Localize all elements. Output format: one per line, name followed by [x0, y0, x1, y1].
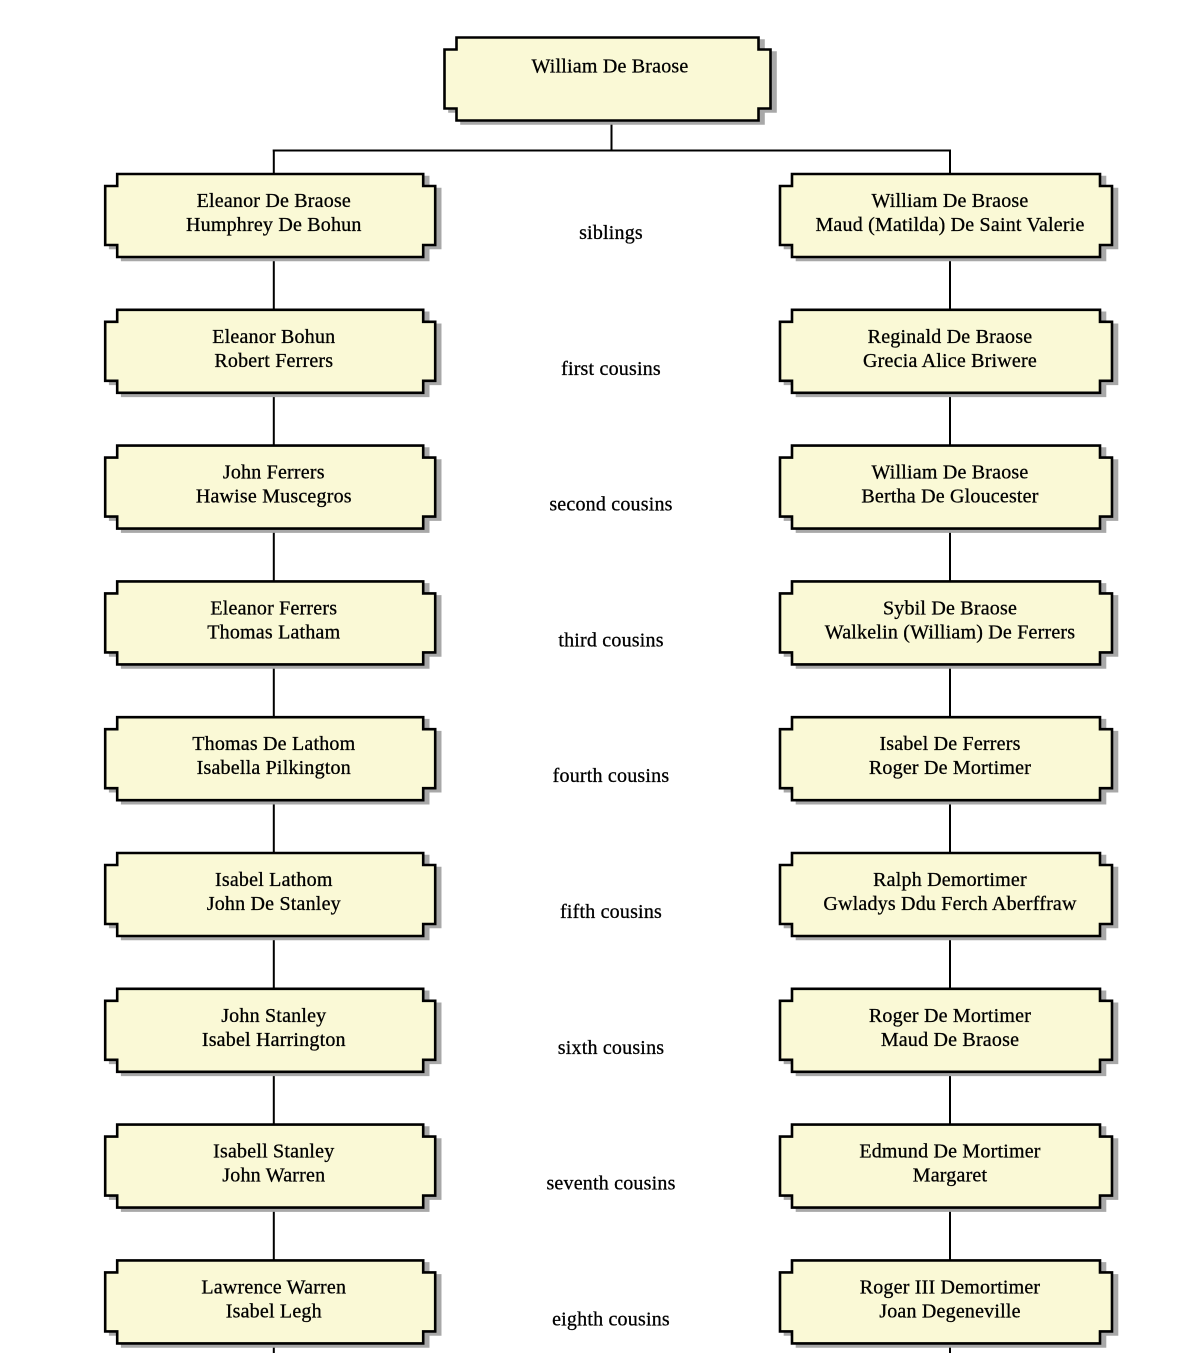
svg-text:Gwladys Ddu Ferch Aberffraw: Gwladys Ddu Ferch Aberffraw — [823, 893, 1077, 915]
svg-text:Margaret: Margaret — [913, 1165, 988, 1187]
svg-text:Eleanor Bohun: Eleanor Bohun — [212, 326, 335, 348]
svg-text:siblings: siblings — [579, 222, 643, 244]
svg-text:fourth cousins: fourth cousins — [553, 765, 670, 787]
svg-text:John Warren: John Warren — [222, 1165, 325, 1187]
svg-text:Sybil De Braose: Sybil De Braose — [883, 597, 1017, 619]
svg-text:Isabella Pilkington: Isabella Pilkington — [197, 757, 351, 779]
svg-text:Hawise Muscegros: Hawise Muscegros — [196, 486, 352, 508]
svg-text:John Stanley: John Stanley — [221, 1005, 326, 1027]
svg-text:William De Braose: William De Braose — [532, 56, 689, 78]
svg-text:Eleanor Ferrers: Eleanor Ferrers — [210, 597, 337, 619]
svg-text:John De Stanley: John De Stanley — [207, 893, 341, 915]
svg-text:first cousins: first cousins — [561, 358, 661, 380]
svg-text:Isabel Harrington: Isabel Harrington — [202, 1029, 346, 1051]
svg-text:Isabel De Ferrers: Isabel De Ferrers — [879, 733, 1020, 755]
svg-text:Robert Ferrers: Robert Ferrers — [214, 350, 333, 372]
svg-text:John Ferrers: John Ferrers — [223, 462, 325, 484]
svg-text:second cousins: second cousins — [549, 494, 672, 516]
svg-text:Joan Degeneville: Joan Degeneville — [879, 1300, 1020, 1322]
svg-text:William De Braose: William De Braose — [872, 190, 1029, 212]
svg-text:Thomas De Lathom: Thomas De Lathom — [192, 733, 355, 755]
svg-text:Roger III Demortimer: Roger III Demortimer — [860, 1276, 1041, 1298]
svg-text:Humphrey De Bohun: Humphrey De Bohun — [186, 214, 362, 236]
svg-text:third cousins: third cousins — [558, 629, 663, 651]
svg-text:Roger De Mortimer: Roger De Mortimer — [869, 757, 1031, 779]
svg-text:Reginald De Braose: Reginald De Braose — [868, 326, 1033, 348]
svg-text:Maud (Matilda) De Saint Valeri: Maud (Matilda) De Saint Valerie — [815, 214, 1084, 236]
svg-text:Isabell Stanley: Isabell Stanley — [213, 1141, 334, 1163]
svg-text:Maud De Braose: Maud De Braose — [881, 1029, 1019, 1051]
svg-text:Isabel Legh: Isabel Legh — [226, 1300, 322, 1322]
svg-text:Isabel Lathom: Isabel Lathom — [215, 869, 333, 891]
svg-text:Lawrence Warren: Lawrence Warren — [201, 1276, 346, 1298]
svg-text:Grecia Alice Briwere: Grecia Alice Briwere — [863, 350, 1037, 372]
svg-text:Walkelin (William) De Ferrers: Walkelin (William) De Ferrers — [825, 621, 1076, 643]
svg-text:sixth cousins: sixth cousins — [558, 1037, 665, 1059]
svg-text:Bertha De Gloucester: Bertha De Gloucester — [861, 486, 1038, 508]
svg-text:Ralph Demortimer: Ralph Demortimer — [873, 869, 1027, 891]
svg-text:fifth cousins: fifth cousins — [560, 901, 662, 923]
svg-text:Edmund De Mortimer: Edmund De Mortimer — [859, 1141, 1040, 1163]
svg-text:Thomas Latham: Thomas Latham — [207, 621, 340, 643]
svg-text:Eleanor De Braose: Eleanor De Braose — [197, 190, 351, 212]
svg-text:Roger De Mortimer: Roger De Mortimer — [869, 1005, 1031, 1027]
svg-text:seventh cousins: seventh cousins — [546, 1173, 675, 1195]
svg-text:eighth cousins: eighth cousins — [552, 1308, 670, 1330]
svg-text:William De Braose: William De Braose — [872, 462, 1029, 484]
